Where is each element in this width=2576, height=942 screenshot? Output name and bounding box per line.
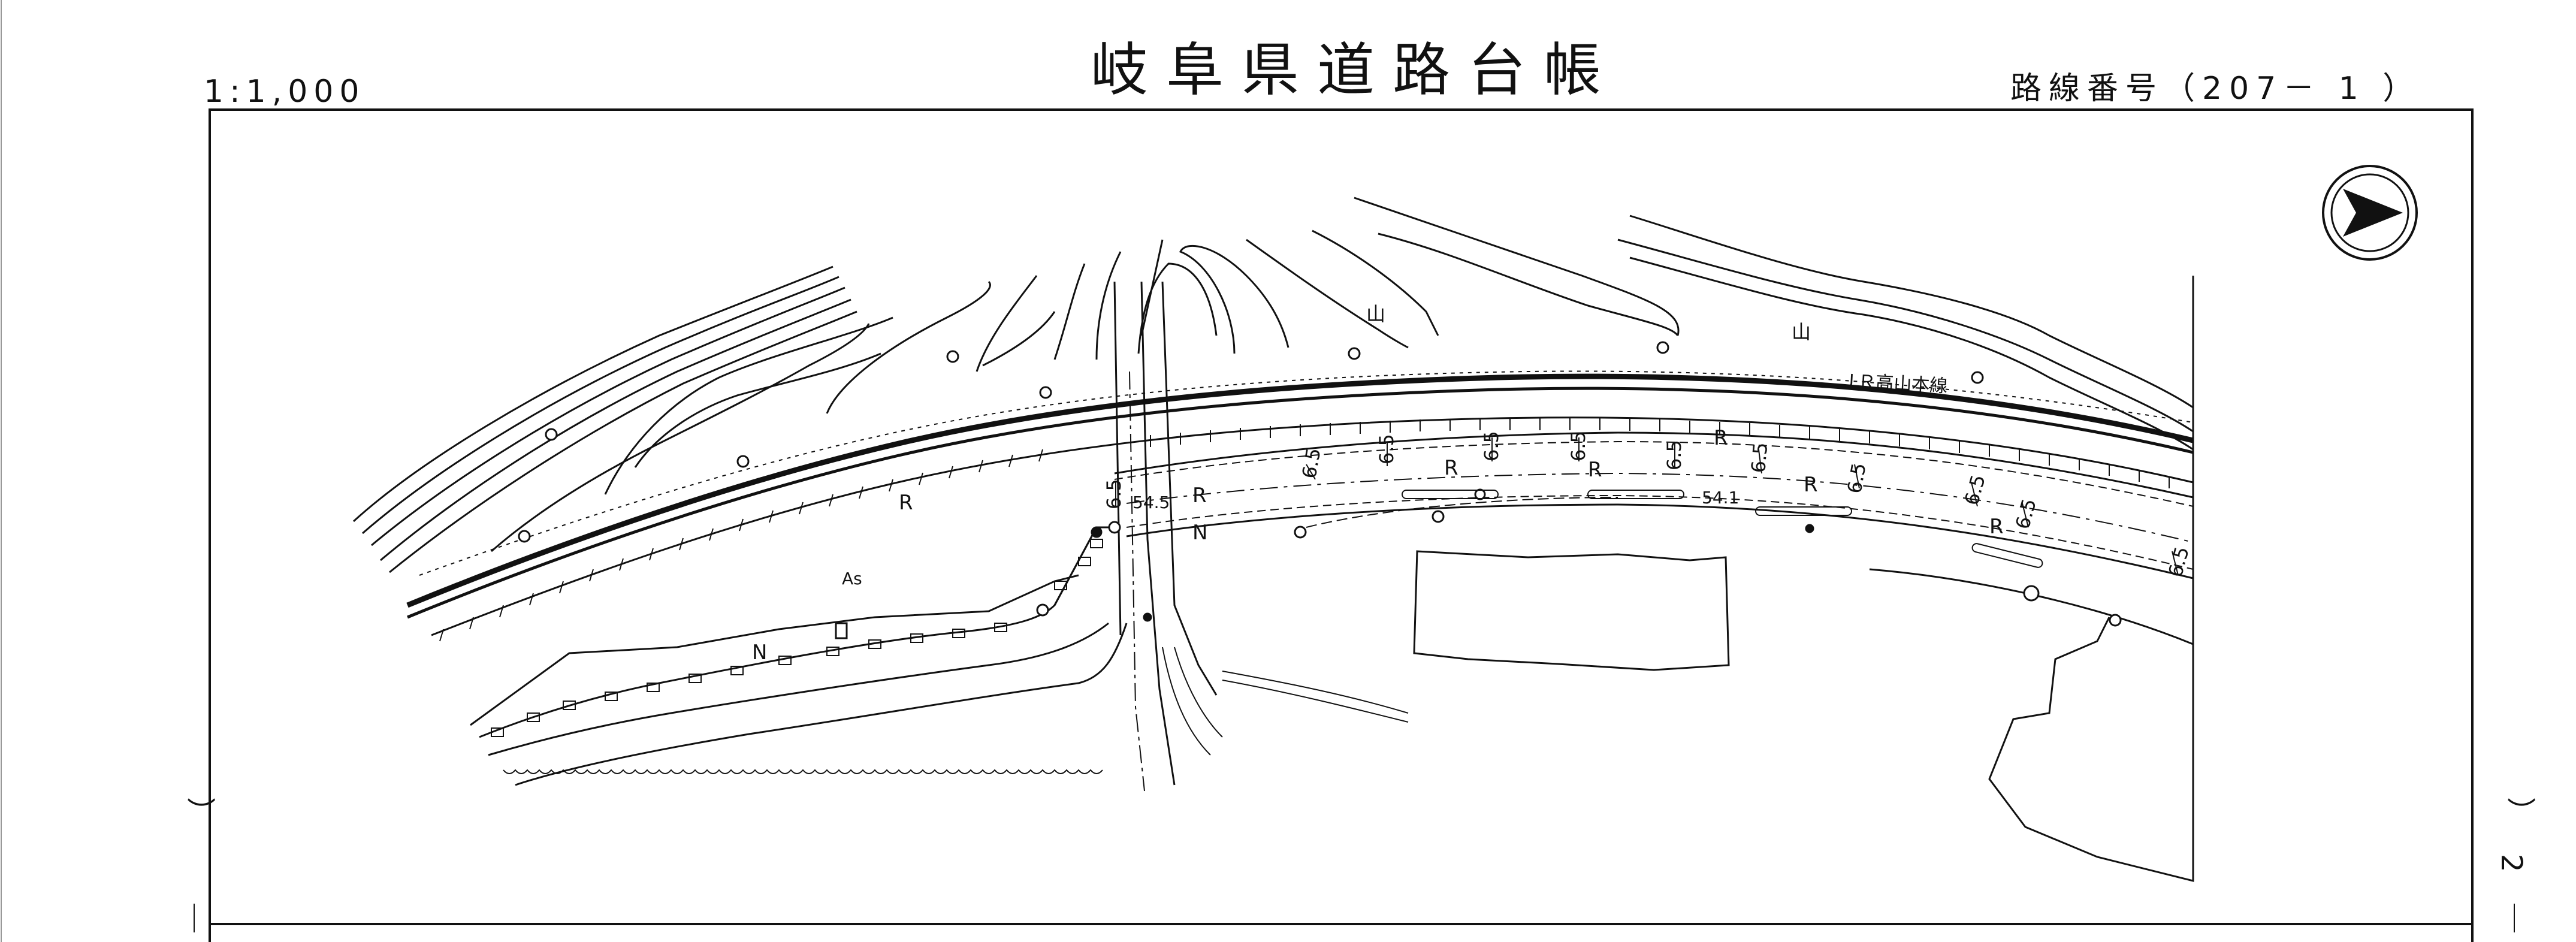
crossing-road bbox=[1113, 239, 1218, 792]
north-arrow-icon bbox=[2322, 165, 2418, 261]
building-outline bbox=[1413, 550, 1730, 671]
main-road bbox=[1114, 431, 2194, 645]
rail-hatching bbox=[439, 418, 2170, 642]
slope-scallop-line bbox=[503, 769, 1103, 774]
utility-poles bbox=[518, 341, 2122, 627]
width-label: 6.5 bbox=[1297, 446, 1325, 481]
road-mark-r: R bbox=[1804, 473, 1818, 497]
width-dimension-ticks bbox=[1115, 437, 2179, 576]
right-parcel bbox=[1988, 276, 2194, 882]
lower-slope bbox=[1162, 647, 1409, 756]
road-mark-r: R bbox=[1444, 456, 1458, 480]
railway-line bbox=[406, 370, 2194, 636]
elevation-label: 54.1 bbox=[1702, 488, 1739, 508]
road-sign-plates bbox=[1402, 490, 2043, 568]
wall-blocks bbox=[491, 539, 1103, 737]
manhole-symbols bbox=[835, 488, 1814, 639]
width-label: 6.5 bbox=[2011, 496, 2041, 532]
railway-label: ＪＲ高山本線 bbox=[1840, 370, 1949, 397]
sheet-title: 岐阜県道路台帳 bbox=[1091, 37, 1619, 104]
road-mark-n: N bbox=[1192, 521, 1207, 545]
width-label: 6.5 bbox=[1843, 461, 1870, 496]
road-mark-r: R bbox=[1989, 515, 2004, 539]
width-label: 6.5 bbox=[1960, 472, 1990, 508]
left-margin-bar: ｜ bbox=[180, 902, 209, 936]
left-margin-paren: ） bbox=[183, 797, 217, 826]
scale-label: 1:1,000 bbox=[204, 74, 365, 110]
lower-left-parcel bbox=[470, 526, 1128, 786]
mountain-symbol-2: 山 bbox=[1792, 321, 1811, 343]
pavement-label: As bbox=[842, 569, 862, 588]
right-margin-bar: ｜ bbox=[2500, 902, 2529, 936]
width-label: 6.5 bbox=[2164, 544, 2194, 579]
right-margin-number: 2 bbox=[2495, 854, 2528, 872]
route-number-label: 路線番号（207－ 1 ） bbox=[2010, 71, 2421, 107]
right-margin-paren: ） bbox=[2503, 797, 2537, 826]
road-mark-r: R bbox=[1588, 458, 1602, 482]
mountain-symbol-1: 山 bbox=[1366, 303, 1385, 325]
contour-lines bbox=[352, 197, 2194, 573]
map-frame bbox=[209, 108, 2474, 942]
road-mark-n: N bbox=[752, 641, 767, 665]
road-mark-r: R bbox=[1714, 426, 1728, 450]
road-mark-r: R bbox=[1192, 484, 1207, 508]
width-label: 6.5 bbox=[1103, 479, 1125, 509]
elevation-label: 54.5 bbox=[1133, 493, 1170, 512]
road-mark-r: R bbox=[899, 491, 913, 515]
